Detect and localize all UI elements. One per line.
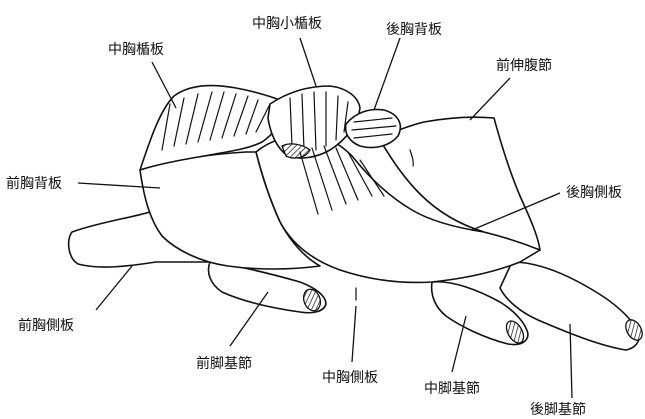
leader-mesoscutellum bbox=[300, 38, 316, 86]
label-mesoscutellum: 中胸小楯板 bbox=[252, 16, 322, 32]
leader-mesoscutum bbox=[152, 62, 176, 108]
label-mesopleuron: 中胸側板 bbox=[322, 370, 378, 386]
label-metacoxa: 後脚基節 bbox=[530, 401, 586, 418]
label-pronotum: 前胸背板 bbox=[6, 175, 62, 192]
leader-propodeum bbox=[470, 78, 510, 120]
label-propleuron: 前胸側板 bbox=[18, 317, 74, 334]
label-mesocoxa: 中脚基節 bbox=[424, 380, 480, 397]
leader-propleuron bbox=[96, 266, 132, 310]
label-propodeum: 前伸腹節 bbox=[496, 57, 552, 74]
leader-mesopleuron bbox=[352, 306, 356, 362]
label-procoxa: 前脚基節 bbox=[196, 355, 252, 372]
leader-metanotum bbox=[374, 38, 400, 110]
label-mesoscutum: 中胸楯板 bbox=[108, 42, 164, 58]
leader-metacoxa bbox=[570, 324, 572, 398]
thorax-drawing bbox=[69, 86, 645, 350]
label-metanotum: 後胸背板 bbox=[386, 22, 442, 38]
label-metapleuron: 後胸側板 bbox=[566, 185, 622, 201]
